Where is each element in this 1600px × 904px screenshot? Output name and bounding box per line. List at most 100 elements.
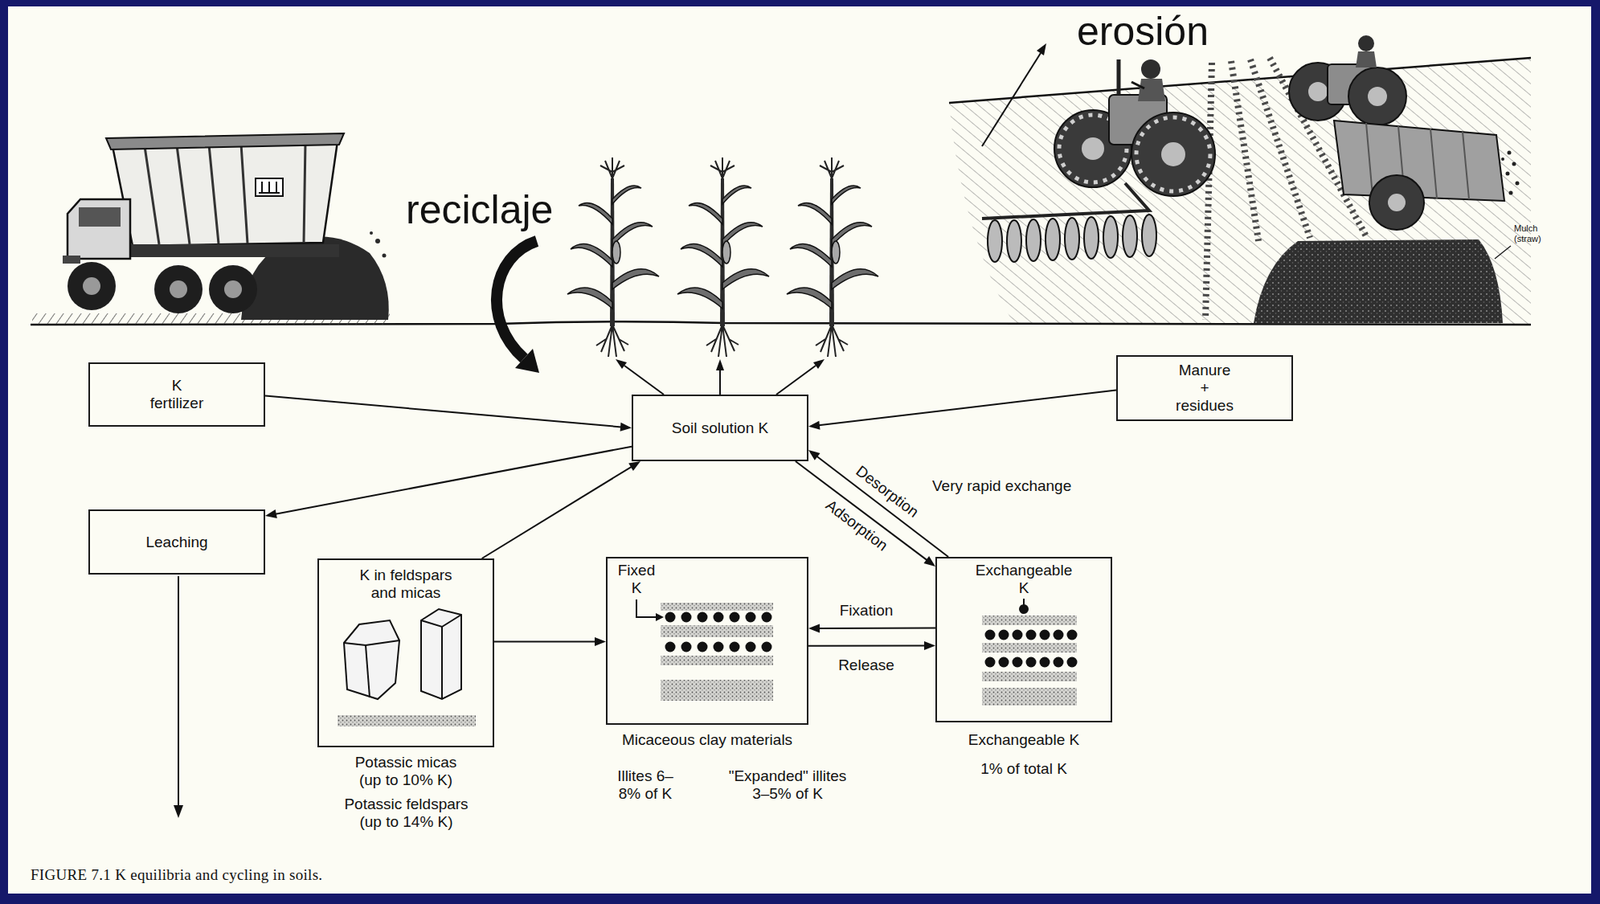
corn-plant [567, 157, 879, 357]
tractor [1081, 137, 1105, 160]
tractor-with-spreader [1308, 81, 1328, 102]
spreader-truck [382, 253, 387, 258]
loss-box: Leaching [88, 509, 266, 575]
exchange-pool-box: Exchangeable K [935, 556, 1113, 723]
node-text: K in feldspars and micas [356, 566, 457, 602]
callout-label: erosión [1076, 8, 1209, 55]
exchange-note: Very rapid exchange [932, 477, 1072, 496]
tractor-with-spreader [1512, 162, 1517, 167]
clay-layers [982, 642, 1077, 653]
arrow-head [808, 624, 820, 634]
harrow [1026, 219, 1041, 262]
input-box: Manure + residues [1116, 355, 1294, 422]
corn-plant [677, 157, 770, 357]
mineral-crystal [337, 715, 476, 727]
node-text: Manure + residues [1173, 361, 1236, 415]
clay-layers [998, 657, 1010, 668]
illustration-label: Mulch (straw) [1514, 223, 1547, 245]
connector-line [494, 640, 596, 643]
recycling-arrow [515, 348, 540, 373]
clay-layers [1026, 657, 1037, 668]
clay-caption: Illites 6–8% of K [607, 767, 684, 803]
clay-layers [985, 630, 996, 641]
tractor-with-spreader [1367, 86, 1388, 107]
arrow-head [594, 637, 606, 647]
connector-line [818, 627, 936, 630]
erosion-arrow [1036, 43, 1047, 56]
clay-layers [697, 612, 708, 623]
leaching-arrow [173, 576, 184, 819]
page-ground [8, 6, 1592, 894]
tractor [1161, 142, 1186, 167]
clay-layers [1039, 630, 1051, 641]
tractor [1137, 78, 1166, 102]
field-illustration [949, 57, 1531, 103]
clay-layers [1053, 630, 1064, 641]
mineral-caption: Potassic feldspars (up to 14% K) [339, 795, 473, 831]
clay-layers [636, 599, 656, 618]
mineral-crystal [343, 640, 400, 646]
connector-line [795, 461, 928, 561]
mulch-pile [1253, 239, 1503, 324]
mineral-caption: Potassic micas (up to 10% K) [349, 753, 463, 790]
corn-plant [567, 157, 659, 357]
connector-arrow [795, 461, 936, 567]
harrow [1103, 216, 1118, 258]
clay-layers [1012, 657, 1024, 668]
clay-layers [745, 612, 757, 623]
clay-layers [1026, 630, 1037, 641]
spreader-truck [144, 142, 306, 245]
spreader-truck [224, 280, 242, 299]
erosion-arrow [982, 43, 1047, 147]
harrow [987, 220, 1003, 262]
arrow-head [628, 461, 641, 471]
recycling-arrow [496, 241, 537, 359]
uptake-arrow [615, 359, 627, 369]
erosion-arrow [982, 53, 1041, 147]
tractor [1117, 59, 1122, 95]
connector-line [818, 390, 1117, 426]
connector-arrow [808, 450, 949, 557]
edge-label: Fixation [838, 601, 896, 620]
clay-layers [745, 642, 757, 653]
node-text: Leaching [145, 533, 208, 552]
clay-layers [665, 642, 676, 653]
mineral-crystal [365, 645, 370, 698]
recycling-arrow [496, 241, 540, 373]
mulch-pile [1253, 239, 1503, 324]
tractor [1054, 59, 1216, 197]
callout-label: reciclaje [405, 186, 553, 234]
clay-layers [660, 625, 774, 638]
clay-layers [729, 612, 741, 623]
spreader-truck [62, 255, 81, 264]
clay-layers [998, 630, 1010, 641]
clay-layers [1053, 657, 1064, 668]
clay-caption: Micaceous clay materials [602, 731, 812, 749]
mineral-crystal [441, 626, 443, 700]
node-text: Exchangeable K [972, 561, 1076, 598]
tractor-with-spreader [1515, 181, 1520, 186]
node-text: K fertilizer [147, 376, 208, 413]
harrow [1122, 215, 1138, 258]
spreader-truck [82, 277, 101, 295]
field-illustration [949, 57, 1531, 325]
tractor-with-spreader [1509, 191, 1514, 196]
field-illustration [949, 57, 1531, 325]
tractor-with-spreader [1358, 35, 1375, 52]
pool-caption: 1% of total K [943, 760, 1105, 778]
clay-layers [697, 642, 708, 653]
tractor-with-spreader [1369, 175, 1425, 230]
connector-line [816, 456, 949, 557]
spreader-truck [369, 231, 373, 235]
clay-layers [660, 655, 774, 666]
harrow [982, 183, 1150, 219]
arrow-head [808, 421, 821, 430]
arrow-head [620, 422, 632, 432]
clay-layers [1067, 630, 1078, 641]
mineral-box: K in feldspars and micas [317, 558, 495, 748]
connector-line [275, 446, 632, 515]
tractor-with-spreader [1387, 193, 1406, 212]
harrow [1006, 220, 1022, 262]
spreader-truck [78, 207, 121, 227]
